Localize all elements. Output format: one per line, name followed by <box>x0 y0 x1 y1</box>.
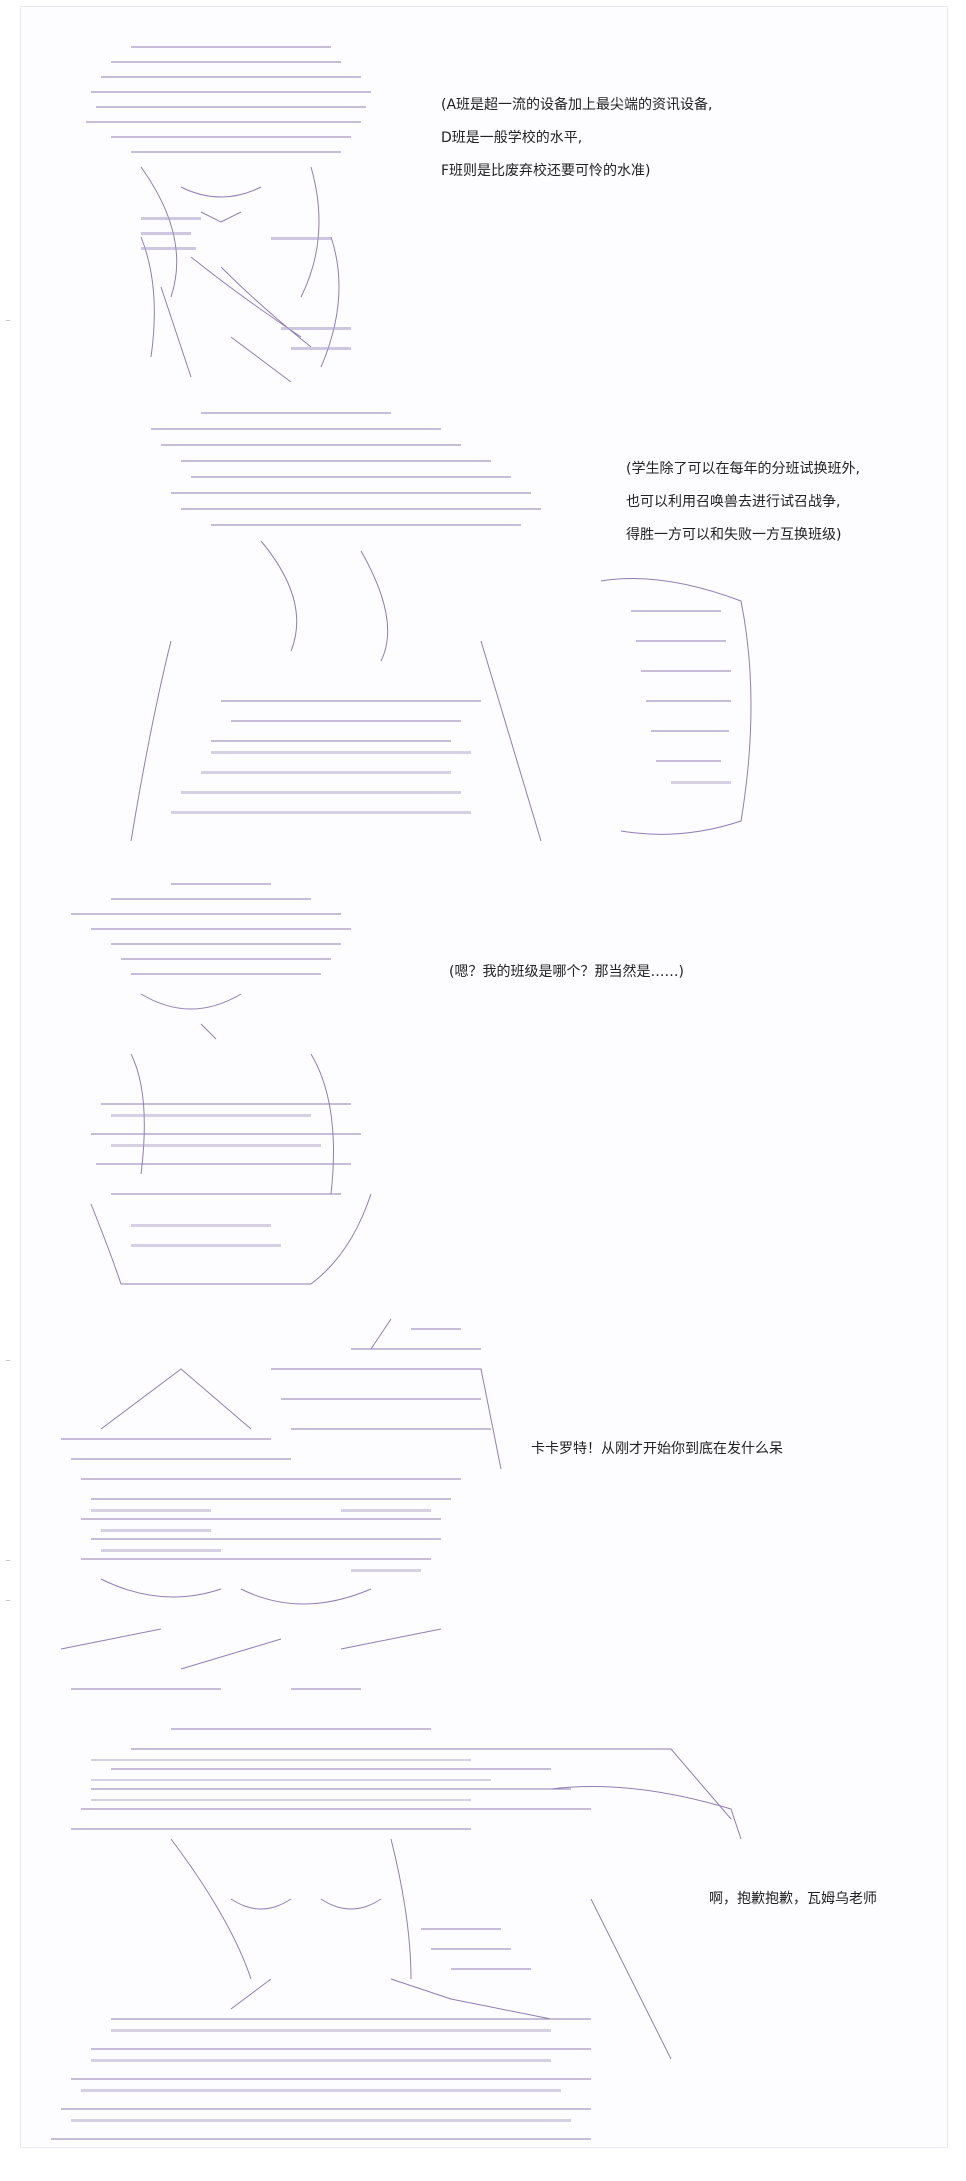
caption-line: 啊，抱歉抱歉，瓦姆乌老师 <box>709 1891 877 1907</box>
panel-1: (A班是超一流的设备加上最尖端的资讯设备, D班是一般学校的水平, F班则是比废… <box>21 7 947 383</box>
ascii-art-scene-4 <box>41 1287 521 1731</box>
panel-4-caption: 卡卡罗特！从刚才开始你到底在发什么呆 <box>531 1433 783 1466</box>
caption-line: (嗯？我的班级是哪个？那当然是……) <box>449 964 684 980</box>
panel-1-caption: (A班是超一流的设备加上最尖端的资讯设备, D班是一般学校的水平, F班则是比废… <box>441 89 713 188</box>
character-2-illustration <box>130 412 752 842</box>
panel-2: (学生除了可以在每年的分班试换班外, 也可以利用召唤兽去进行试召战争, 得胜一方… <box>21 379 947 849</box>
panel-3-caption: (嗯？我的班级是哪个？那当然是……) <box>449 956 684 989</box>
panel-3: (嗯？我的班级是哪个？那当然是……) <box>21 852 947 1285</box>
edge-tick <box>6 320 10 321</box>
character-3-illustration <box>71 883 372 1285</box>
character-5-illustration <box>51 1728 742 2140</box>
panel-2-caption: (学生除了可以在每年的分班试换班外, 也可以利用召唤兽去进行试召战争, 得胜一方… <box>626 453 860 552</box>
scene-4-illustration <box>60 1318 502 1690</box>
ascii-art-character-2 <box>61 379 781 883</box>
ascii-art-character-5 <box>31 1697 771 2181</box>
panel-4: 卡卡罗特！从刚才开始你到底在发什么呆 <box>21 1287 947 1707</box>
caption-line: F班则是比废弃校还要可怜的水准) <box>441 163 651 179</box>
panel-5-caption: 啊，抱歉抱歉，瓦姆乌老师 <box>709 1883 877 1916</box>
character-1-illustration <box>86 46 371 383</box>
caption-line: 卡卡罗特！从刚才开始你到底在发什么呆 <box>531 1441 783 1457</box>
edge-tick <box>6 1560 10 1561</box>
caption-line: 也可以利用召唤兽去进行试召战争, <box>626 494 841 510</box>
edge-tick <box>6 1600 10 1601</box>
ascii-art-character-3 <box>51 852 431 1316</box>
caption-line: (学生除了可以在每年的分班试换班外, <box>626 461 860 477</box>
edge-tick <box>6 1360 10 1361</box>
ascii-art-character-1 <box>71 15 401 409</box>
caption-line: D班是一般学校的水平, <box>441 130 583 146</box>
caption-line: (A班是超一流的设备加上最尖端的资讯设备, <box>441 97 713 113</box>
panel-5: 啊，抱歉抱歉，瓦姆乌老师 <box>21 1697 947 2147</box>
comic-page: (A班是超一流的设备加上最尖端的资讯设备, D班是一般学校的水平, F班则是比废… <box>20 6 948 2148</box>
caption-line: 得胜一方可以和失败一方互换班级) <box>626 527 842 543</box>
